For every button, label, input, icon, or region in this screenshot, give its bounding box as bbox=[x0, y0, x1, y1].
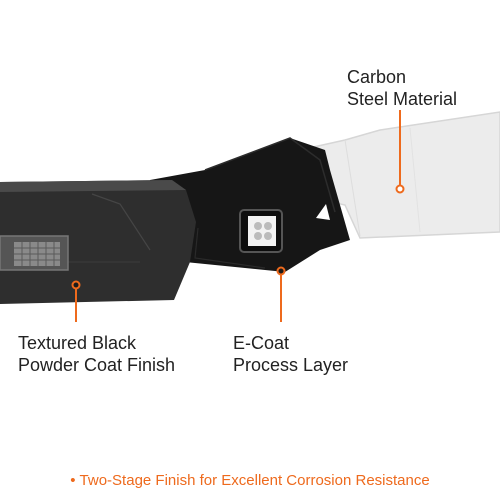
callout-carbon-marker bbox=[395, 184, 405, 194]
mesh-grille-icon bbox=[0, 235, 69, 271]
led-light-icon bbox=[239, 209, 283, 253]
callout-ecoat-line1: E-Coat bbox=[233, 333, 290, 353]
feature-footer: •Two-Stage Finish for Excellent Corrosio… bbox=[0, 472, 500, 489]
callout-textured-marker bbox=[71, 280, 81, 290]
bullet-icon: • bbox=[70, 472, 76, 489]
mount-notch bbox=[316, 204, 330, 220]
callout-textured-black-label: Textured Black Powder Coat Finish bbox=[18, 332, 175, 376]
callout-carbon-steel-label: Carbon Steel Material bbox=[347, 66, 457, 110]
callout-carbon-leader bbox=[395, 110, 405, 194]
callout-ecoat-line2: Process Layer bbox=[233, 355, 349, 375]
callout-ecoat-leader bbox=[276, 266, 286, 322]
callout-carbon-steel-line2: Steel Material bbox=[347, 89, 458, 109]
callout-textured-black-line1: Textured Black bbox=[18, 333, 137, 353]
callout-carbon-steel-line1: Carbon bbox=[347, 67, 407, 87]
callout-textured-leader bbox=[71, 280, 81, 322]
ecoat-section bbox=[150, 137, 350, 272]
footer-text: Two-Stage Finish for Excellent Corrosion… bbox=[79, 472, 430, 489]
callout-ecoat-label: E-Coat Process Layer bbox=[233, 332, 348, 376]
callout-ecoat-marker bbox=[276, 266, 286, 276]
callout-textured-black-line2: Powder Coat Finish bbox=[18, 355, 176, 375]
textured-black-section bbox=[0, 180, 196, 304]
